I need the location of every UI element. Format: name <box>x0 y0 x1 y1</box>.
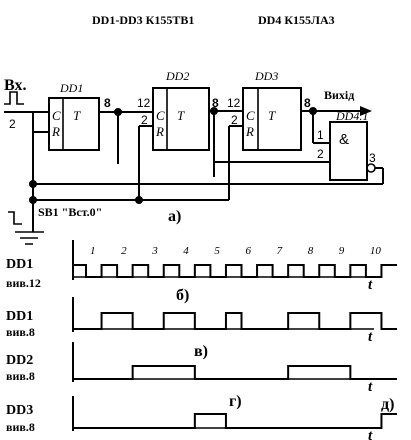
pulse-number: 5 <box>214 245 220 257</box>
waveform-dd3-pin8 <box>73 413 397 429</box>
pulse-number: 2 <box>121 245 127 257</box>
row-4-pin: вив.8 <box>6 420 35 434</box>
dd3-pin-t: T <box>268 108 276 123</box>
dd2-pin-c: C <box>156 108 165 123</box>
part-label-a: а) <box>168 208 181 225</box>
dd2-pin-t: T <box>177 108 185 123</box>
pulse-number: 3 <box>151 245 158 257</box>
waveform-dd1-pin12 <box>73 264 397 278</box>
dd4-out: 3 <box>369 151 376 165</box>
input-pulse-icon <box>4 91 24 105</box>
nand-inversion-bubble <box>366 163 376 173</box>
timing-diagram: t t t t 1 2 3 4 5 6 7 8 9 10 <box>72 240 397 440</box>
dd4-block <box>329 121 368 181</box>
switch-label: SB1 "Вст.0" <box>38 205 102 219</box>
chip-types-a: DD1-DD3 К155ТВ1 <box>92 13 194 27</box>
time-symbol: t <box>368 277 373 293</box>
dd1-pin-r: R <box>51 124 60 139</box>
part-label-e: д) <box>381 396 394 413</box>
dd3-in-pin: 12 <box>227 96 241 110</box>
pushbutton-icon <box>8 211 22 225</box>
dd1-out-pin: 8 <box>104 96 111 110</box>
row-1-chip: DD1 <box>6 257 33 272</box>
waveform-dd2-pin8 <box>73 365 397 380</box>
pulse-number: 6 <box>246 245 252 257</box>
row-3-chip: DD2 <box>6 353 33 368</box>
input-label: Вх. <box>4 77 26 94</box>
dd2-pin-r: R <box>155 124 164 139</box>
part-label-c: в) <box>194 343 208 360</box>
pulse-number: 10 <box>370 245 382 257</box>
row-3-pin: вив.8 <box>6 369 35 383</box>
dd4-in1: 1 <box>317 128 324 142</box>
dd3-out-pin: 8 <box>304 96 311 110</box>
part-label-b: б) <box>176 287 189 304</box>
junction-dot <box>29 180 37 188</box>
dd1-block <box>48 97 100 151</box>
pulse-number: 7 <box>277 245 283 257</box>
ground-icon <box>15 231 44 245</box>
dd4-symbol: & <box>339 131 349 148</box>
row-2-pin: вив.8 <box>6 325 35 339</box>
dd2-r-pin: 2 <box>141 113 148 127</box>
dd4-name: DD4.1 <box>335 109 368 123</box>
time-symbol: t <box>368 379 373 395</box>
time-symbol: t <box>368 329 373 345</box>
dd3-pin-r: R <box>245 124 254 139</box>
schematic <box>4 87 384 245</box>
row-2-chip: DD1 <box>6 309 33 324</box>
waveform-dd1-pin8 <box>73 312 397 330</box>
dd2-in-pin: 12 <box>137 96 151 110</box>
row-1-pin: вив.12 <box>6 276 41 290</box>
output-arrow-icon <box>360 106 372 116</box>
dd1-pin-t: T <box>73 108 81 123</box>
pulse-number: 9 <box>339 245 345 257</box>
dd1-pin-c: C <box>52 108 61 123</box>
dd2-out-pin: 8 <box>212 96 219 110</box>
junction-dot <box>135 196 143 204</box>
row-4-chip: DD3 <box>6 403 33 418</box>
pulse-number: 4 <box>183 245 189 257</box>
dd2-name: DD2 <box>165 69 189 83</box>
dd2-block <box>152 87 210 151</box>
chip-types-b: DD4 К155ЛА3 <box>258 13 335 27</box>
dd3-block <box>242 87 302 151</box>
pulse-number: 1 <box>90 245 96 257</box>
dd3-r-pin: 2 <box>231 113 238 127</box>
dd4-in2: 2 <box>317 147 324 161</box>
output-label: Вихід <box>324 88 354 102</box>
input-pin: 2 <box>9 117 16 131</box>
dd3-name: DD3 <box>254 69 278 83</box>
dd3-pin-c: C <box>246 108 255 123</box>
pulse-number: 8 <box>308 245 314 257</box>
part-label-d: г) <box>229 393 242 410</box>
time-symbol: t <box>368 428 373 440</box>
dd1-name: DD1 <box>59 81 83 95</box>
